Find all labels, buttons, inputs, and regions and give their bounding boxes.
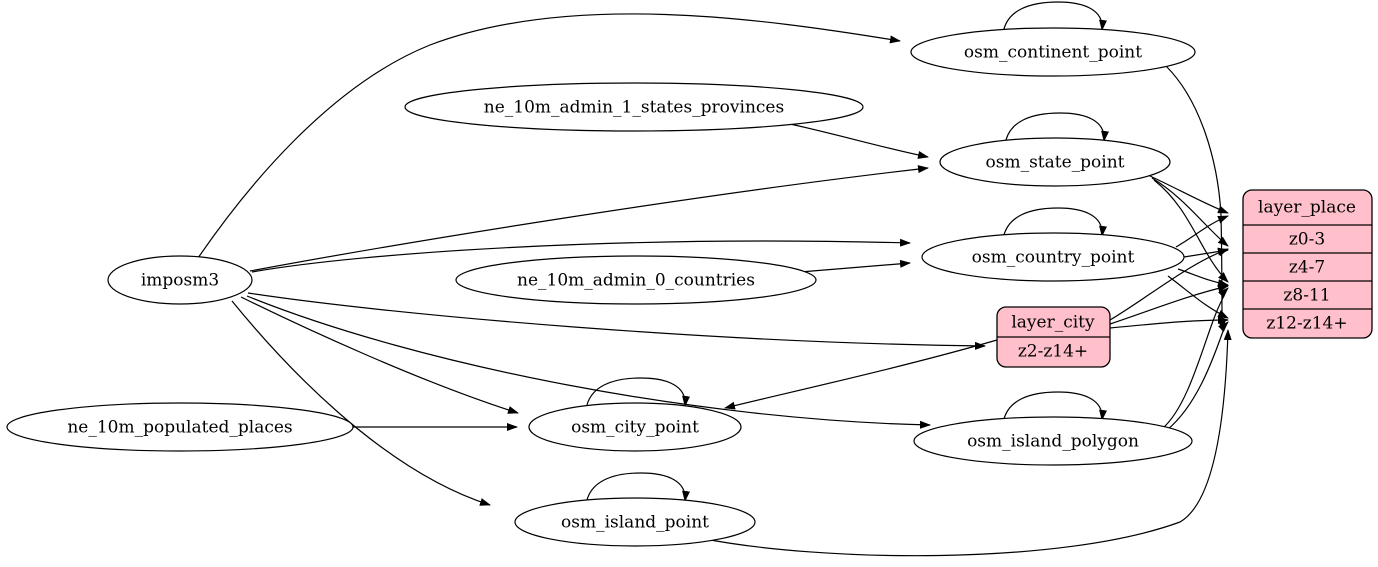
edge-imposm3-to-osm_continent_point	[197, 13, 901, 259]
node-label-osm_country_point: osm_country_point	[972, 248, 1135, 268]
node-ne_10m_admin_0_countries[interactable]: ne_10m_admin_0_countries	[455, 255, 817, 305]
edge-imposm3-to-osm_city_point	[240, 296, 519, 414]
edge-imposm3-to-osm_country_point	[251, 238, 911, 273]
node-osm_continent_point[interactable]: osm_continent_point	[910, 27, 1196, 77]
node-osm_city_point[interactable]: osm_city_point	[528, 402, 742, 452]
record-node-layer_place[interactable]: layer_place z0-3 z4-7 z8-11 z12-z14+	[1242, 189, 1373, 339]
node-label-osm_state_point: osm_state_point	[986, 153, 1125, 173]
edge-imposm3-to-osm_island_point	[231, 300, 491, 506]
edge-osm_state_point-to-z4_7	[1151, 177, 1229, 247]
node-label-osm_island_point: osm_island_point	[561, 513, 709, 533]
edge-layer_city-to-z4_7	[1109, 248, 1229, 321]
edge-osm_island_point-to-z12_z14	[699, 329, 1232, 557]
edge-osm_country_point-to-z0_3	[1175, 215, 1229, 248]
node-osm_island_point[interactable]: osm_island_point	[514, 497, 756, 547]
node-label-osm_city_point: osm_city_point	[571, 418, 699, 438]
edge-layer_city-to-z8_11	[1109, 284, 1229, 325]
node-label-ne_10m_admin_1_states_provinces: ne_10m_admin_1_states_provinces	[484, 98, 784, 118]
record-title-layer_place: layer_place	[1258, 198, 1356, 218]
record-title-layer_city: layer_city	[1011, 313, 1095, 333]
selfloop-osm_country_point	[1002, 207, 1108, 241]
edge-imposm3-to-layer_city	[247, 292, 986, 350]
selfloop-osm_island_polygon	[1002, 391, 1108, 425]
edge-osm_country_point-to-z12_z14	[1167, 275, 1229, 319]
node-imposm3[interactable]: imposm3	[107, 255, 253, 305]
selfloop-osm_continent_point	[1002, 1, 1108, 35]
record-row-layer_place-z12-z14plus[interactable]: z12-z14+	[1266, 314, 1347, 334]
edge-osm_country_point-to-z8_11	[1177, 268, 1229, 287]
node-label-ne_10m_populated_places: ne_10m_populated_places	[67, 418, 292, 438]
node-label-osm_island_polygon: osm_island_polygon	[967, 432, 1139, 452]
edge-osm_island_polygon-to-z12_z14	[1166, 321, 1229, 431]
node-label-imposm3: imposm3	[141, 271, 219, 291]
selfloop-osm_city_point	[585, 377, 691, 411]
node-label-ne_10m_admin_0_countries: ne_10m_admin_0_countries	[517, 271, 755, 291]
node-ne_10m_populated_places[interactable]: ne_10m_populated_places	[6, 402, 354, 452]
node-label-osm_continent_point: osm_continent_point	[964, 43, 1142, 63]
edge-osm_island_polygon-to-z8_11	[1162, 287, 1229, 429]
edge-states_provinces-to-osm_state_point	[789, 123, 929, 159]
record-row-layer_city-z2-z14plus[interactable]: z2-z14+	[1018, 342, 1088, 362]
selfloop-osm_island_point	[585, 472, 691, 506]
record-row-layer_place-z4-7[interactable]: z4-7	[1289, 258, 1325, 278]
edge-imposm3-to-osm_state_point	[249, 165, 929, 272]
record-node-layer_city[interactable]: layer_city z2-z14+	[996, 306, 1111, 368]
record-row-layer_place-z0-3[interactable]: z0-3	[1289, 230, 1325, 250]
edge-layer	[197, 1, 1232, 557]
node-osm_island_polygon[interactable]: osm_island_polygon	[913, 416, 1193, 466]
edge-osm_state_point-to-z0_3	[1149, 175, 1229, 214]
selfloop-osm_state_point	[1004, 112, 1110, 146]
node-layer: imposm3 ne_10m_admin_1_states_provinces …	[6, 27, 1373, 547]
node-osm_state_point[interactable]: osm_state_point	[939, 137, 1171, 187]
edge-countries-to-osm_country_point	[799, 259, 911, 273]
node-ne_10m_admin_1_states_provinces[interactable]: ne_10m_admin_1_states_provinces	[404, 82, 864, 132]
edge-layer_city-to-z12_z14	[1109, 316, 1229, 329]
edge-layer_city-to-osm_city_point	[724, 339, 998, 410]
node-osm_country_point[interactable]: osm_country_point	[921, 232, 1185, 282]
edge-imposm3-to-osm_island_polygon	[246, 295, 931, 429]
record-row-layer_place-z8-11[interactable]: z8-11	[1283, 286, 1330, 306]
edge-osm_state_point-to-z8_11	[1153, 179, 1229, 283]
